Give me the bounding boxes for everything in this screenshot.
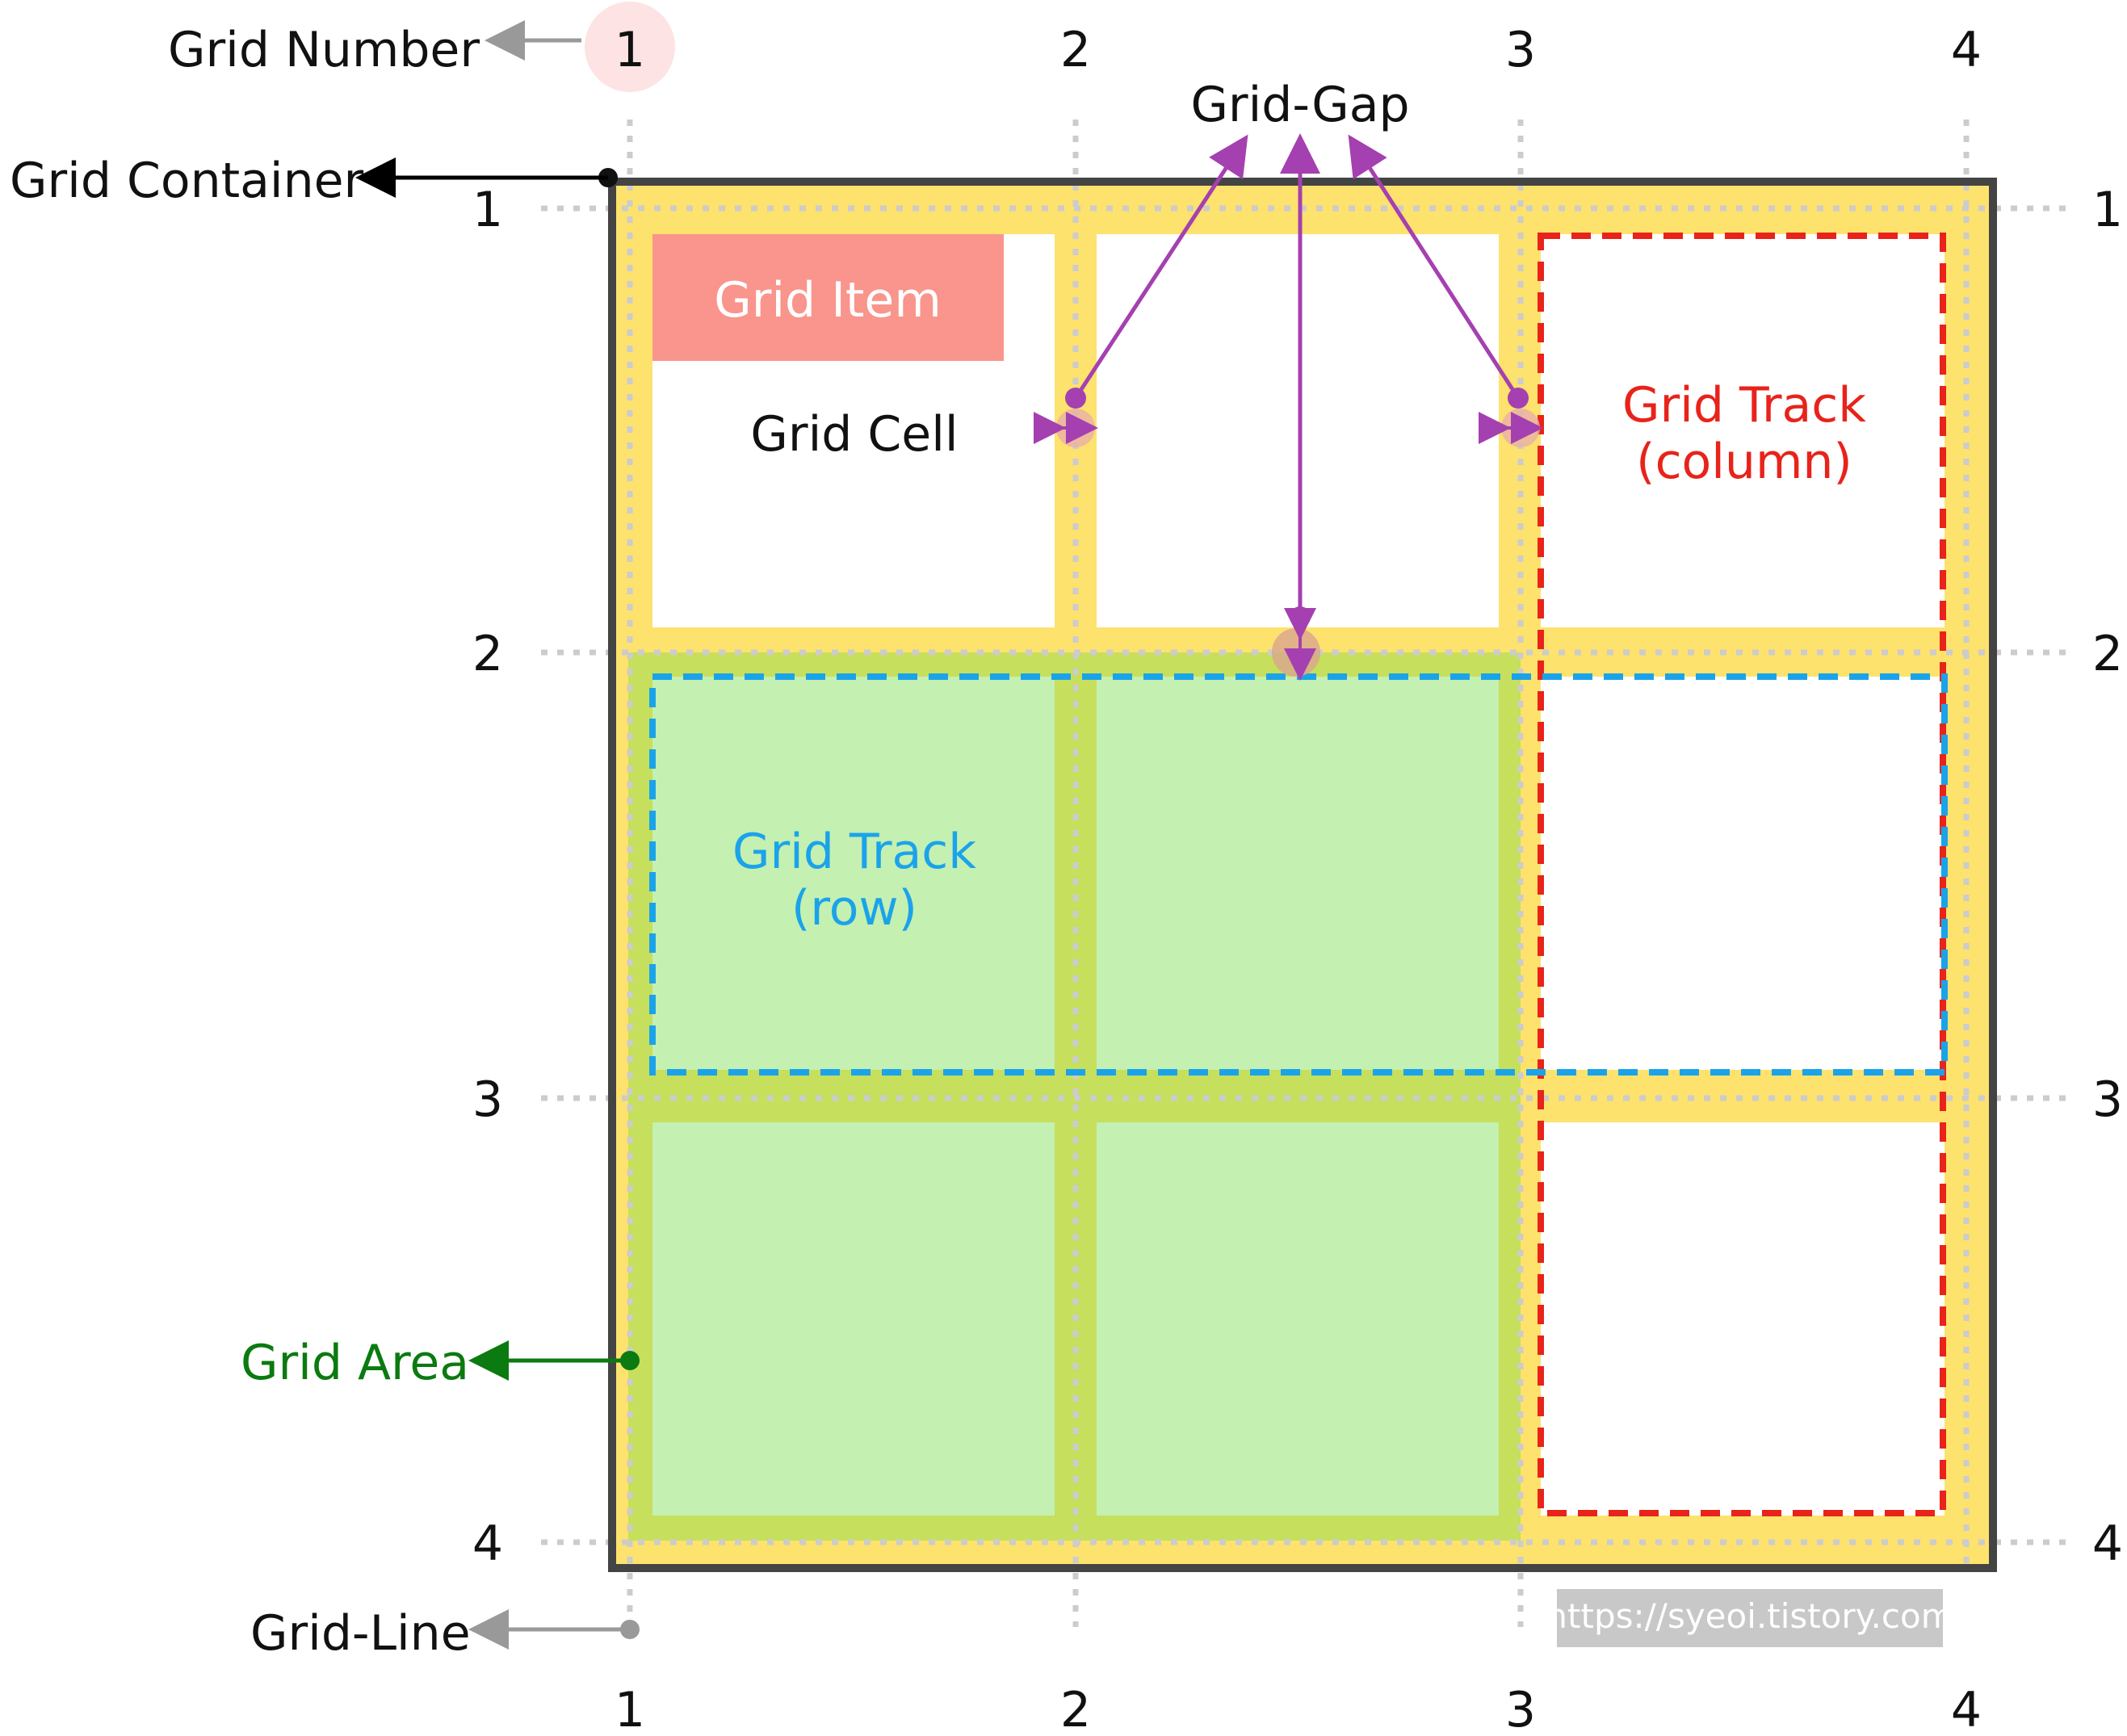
grid-track-row-label-line1: Grid Track bbox=[732, 824, 976, 880]
grid-container-label: Grid Container bbox=[10, 153, 364, 209]
gap-dot-left bbox=[1065, 388, 1086, 409]
line-number-left-1: 1 bbox=[472, 182, 503, 238]
grid-cell-r1-c3 bbox=[1541, 234, 1945, 627]
line-number-right-4: 4 bbox=[2092, 1516, 2123, 1572]
grid-cell-r3-c1 bbox=[652, 1122, 1055, 1516]
grid-track-column-outline bbox=[1538, 233, 1946, 1516]
grid-container-border bbox=[608, 178, 1997, 1572]
grid-number-label: Grid Number bbox=[168, 22, 480, 78]
line-number-left-4: 4 bbox=[472, 1516, 503, 1572]
line-numbers-right: 1 2 3 4 bbox=[2092, 182, 2123, 1572]
grid-gap-label: Grid-Gap bbox=[1190, 77, 1409, 133]
line-numbers-top: 1 2 3 4 bbox=[615, 22, 1982, 78]
grid-cell-r2-c1 bbox=[652, 677, 1055, 1070]
line-number-right-1: 1 bbox=[2092, 182, 2123, 238]
grid-gap-indicators bbox=[1034, 133, 1543, 681]
line-number-bottom-2: 2 bbox=[1060, 1682, 1091, 1736]
grid-area-label: Grid Area bbox=[241, 1335, 469, 1391]
grid-cell-r2-c3 bbox=[1541, 677, 1945, 1070]
grid-cell-r2-c2 bbox=[1097, 677, 1499, 1070]
grid-cell-label: Grid Cell bbox=[750, 406, 958, 463]
line-number-bottom-3: 3 bbox=[1505, 1682, 1536, 1736]
watermark-background bbox=[1557, 1589, 1943, 1647]
gap-pointer-right bbox=[1348, 134, 1521, 400]
line-numbers-bottom: 1 2 3 4 bbox=[615, 1682, 1982, 1736]
gap-dot-center bbox=[1290, 606, 1311, 627]
grid-cell-r1-c2 bbox=[1097, 234, 1499, 627]
line-number-top-1: 1 bbox=[615, 22, 645, 78]
grid-number-highlight bbox=[585, 2, 675, 92]
grid-track-column-label-line2: (column) bbox=[1636, 434, 1852, 490]
line-numbers-left: 1 2 3 4 bbox=[472, 182, 503, 1572]
grid-track-row-label-line2: (row) bbox=[791, 880, 917, 937]
line-number-top-3: 3 bbox=[1505, 22, 1536, 78]
grid-item-label: Grid Item bbox=[714, 272, 942, 329]
line-number-bottom-1: 1 bbox=[615, 1682, 645, 1736]
gap-pointer-left bbox=[1073, 134, 1248, 400]
line-number-right-2: 2 bbox=[2092, 626, 2123, 682]
grid-line-label: Grid-Line bbox=[250, 1605, 471, 1662]
grid-cell-r3-c3 bbox=[1541, 1122, 1945, 1516]
grid-line-guides bbox=[541, 120, 2074, 1627]
line-number-top-2: 2 bbox=[1060, 22, 1091, 78]
grid-track-column-label-line1: Grid Track bbox=[1622, 377, 1866, 434]
grid-cell-r3-c2 bbox=[1097, 1122, 1499, 1516]
grid-item-box bbox=[652, 234, 1004, 361]
watermark-text: https://syeoi.tistory.com bbox=[1546, 1596, 1953, 1636]
gap-highlight-row bbox=[1272, 628, 1320, 677]
line-number-left-2: 2 bbox=[472, 626, 503, 682]
line-number-right-3: 3 bbox=[2092, 1071, 2123, 1128]
gap-dot-right bbox=[1508, 388, 1529, 409]
line-number-left-3: 3 bbox=[472, 1071, 503, 1128]
line-number-top-4: 4 bbox=[1951, 22, 1982, 78]
line-number-bottom-4: 4 bbox=[1951, 1682, 1982, 1736]
